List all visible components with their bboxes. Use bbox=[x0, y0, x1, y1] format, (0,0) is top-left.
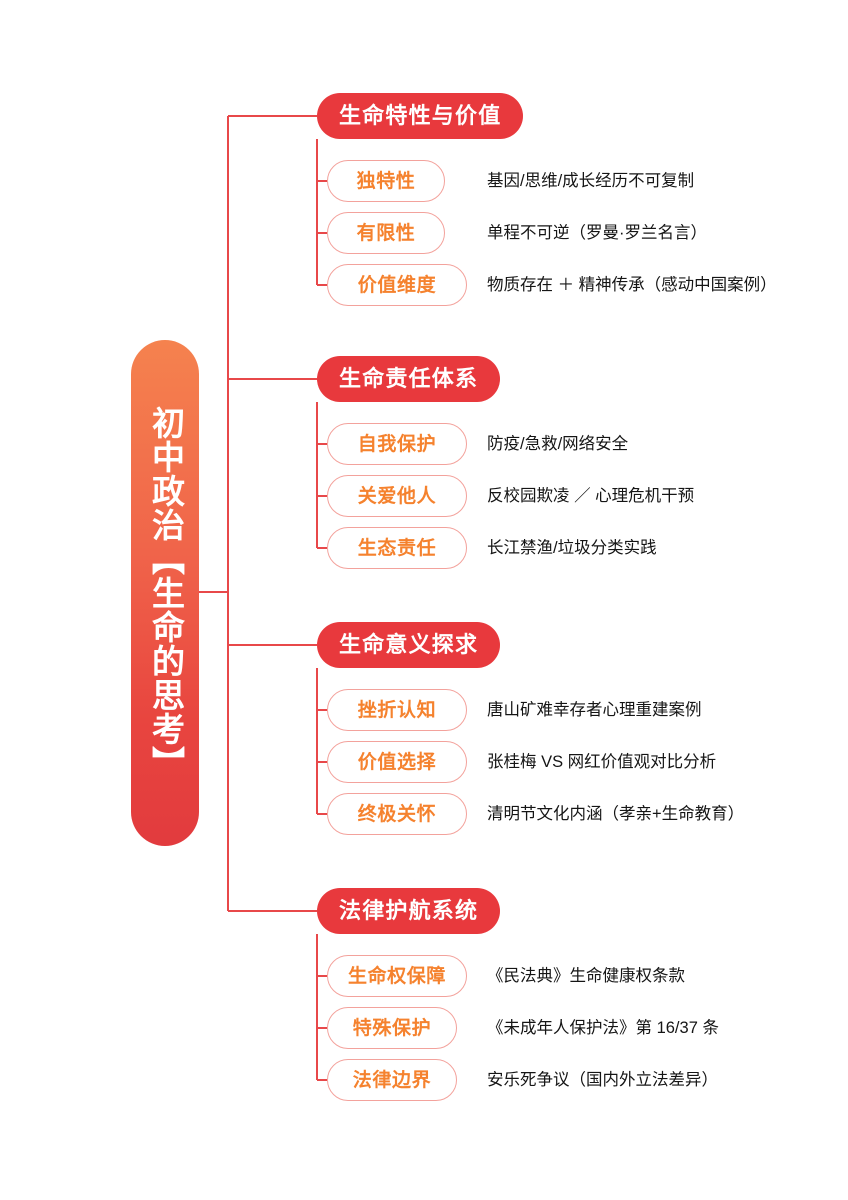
sub-node-3-3[interactable]: 终极关怀 bbox=[327, 793, 467, 835]
sub-node-label: 自我保护 bbox=[357, 433, 437, 455]
sub-node-label: 特殊保护 bbox=[352, 1017, 432, 1039]
sub-node-description-1-1: 基因/思维/成长经历不可复制 bbox=[487, 172, 695, 190]
sub-node-description-4-1: 《民法典》生命健康权条款 bbox=[487, 967, 685, 985]
sub-node-description-3-2: 张桂梅 VS 网红价值观对比分析 bbox=[487, 753, 717, 771]
sub-node-1-1[interactable]: 独特性 bbox=[327, 160, 445, 202]
sub-node-4-1[interactable]: 生命权保障 bbox=[327, 955, 467, 997]
branch-header-2[interactable]: 生命责任体系 bbox=[317, 356, 501, 402]
sub-node-2-2[interactable]: 关爱他人 bbox=[327, 475, 467, 517]
root-node-label: 初中政治【生命的思考】 bbox=[147, 406, 185, 780]
branch-header-1[interactable]: 生命特性与价值 bbox=[317, 93, 524, 139]
sub-node-description-4-2: 《未成年人保护法》第 16/37 条 bbox=[487, 1019, 719, 1037]
sub-node-label: 终极关怀 bbox=[357, 803, 437, 825]
sub-node-description-1-2: 单程不可逆（罗曼·罗兰名言） bbox=[487, 224, 707, 242]
sub-node-3-1[interactable]: 挫折认知 bbox=[327, 689, 467, 731]
sub-node-label: 关爱他人 bbox=[357, 485, 437, 507]
sub-node-4-2[interactable]: 特殊保护 bbox=[327, 1007, 457, 1049]
sub-node-description-2-2: 反校园欺凌 ／ 心理危机干预 bbox=[487, 487, 695, 505]
sub-node-2-1[interactable]: 自我保护 bbox=[327, 423, 467, 465]
sub-node-label: 独特性 bbox=[356, 170, 416, 192]
sub-node-description-2-3: 长江禁渔/垃圾分类实践 bbox=[487, 539, 657, 557]
sub-node-description-4-3: 安乐死争议（国内外立法差异） bbox=[487, 1071, 718, 1089]
sub-node-label: 法律边界 bbox=[352, 1069, 432, 1091]
sub-node-4-3[interactable]: 法律边界 bbox=[327, 1059, 457, 1101]
sub-node-label: 有限性 bbox=[356, 222, 416, 244]
branch-header-label: 生命责任体系 bbox=[339, 366, 479, 391]
sub-node-2-3[interactable]: 生态责任 bbox=[327, 527, 467, 569]
branch-header-label: 法律护航系统 bbox=[339, 898, 479, 923]
branch-header-label: 生命意义探求 bbox=[339, 632, 479, 657]
sub-node-label: 挫折认知 bbox=[357, 699, 437, 721]
sub-node-description-2-1: 防疫/急救/网络安全 bbox=[487, 435, 629, 453]
branch-header-label: 生命特性与价值 bbox=[339, 103, 502, 128]
sub-node-1-3[interactable]: 价值维度 bbox=[327, 264, 467, 306]
sub-node-description-1-3: 物质存在 ＋ 精神传承（感动中国案例） bbox=[487, 276, 777, 294]
branch-header-4[interactable]: 法律护航系统 bbox=[317, 888, 501, 934]
sub-node-1-2[interactable]: 有限性 bbox=[327, 212, 445, 254]
root-node[interactable]: 初中政治【生命的思考】 bbox=[131, 340, 199, 846]
sub-node-label: 价值维度 bbox=[357, 274, 437, 296]
sub-node-label: 生态责任 bbox=[357, 537, 437, 559]
sub-node-label: 生命权保障 bbox=[347, 965, 446, 987]
branch-header-3[interactable]: 生命意义探求 bbox=[317, 622, 501, 668]
sub-node-3-2[interactable]: 价值选择 bbox=[327, 741, 467, 783]
sub-node-description-3-3: 清明节文化内涵（孝亲+生命教育） bbox=[487, 805, 745, 823]
sub-node-label: 价值选择 bbox=[357, 751, 437, 773]
sub-node-description-3-1: 唐山矿难幸存者心理重建案例 bbox=[487, 701, 702, 719]
